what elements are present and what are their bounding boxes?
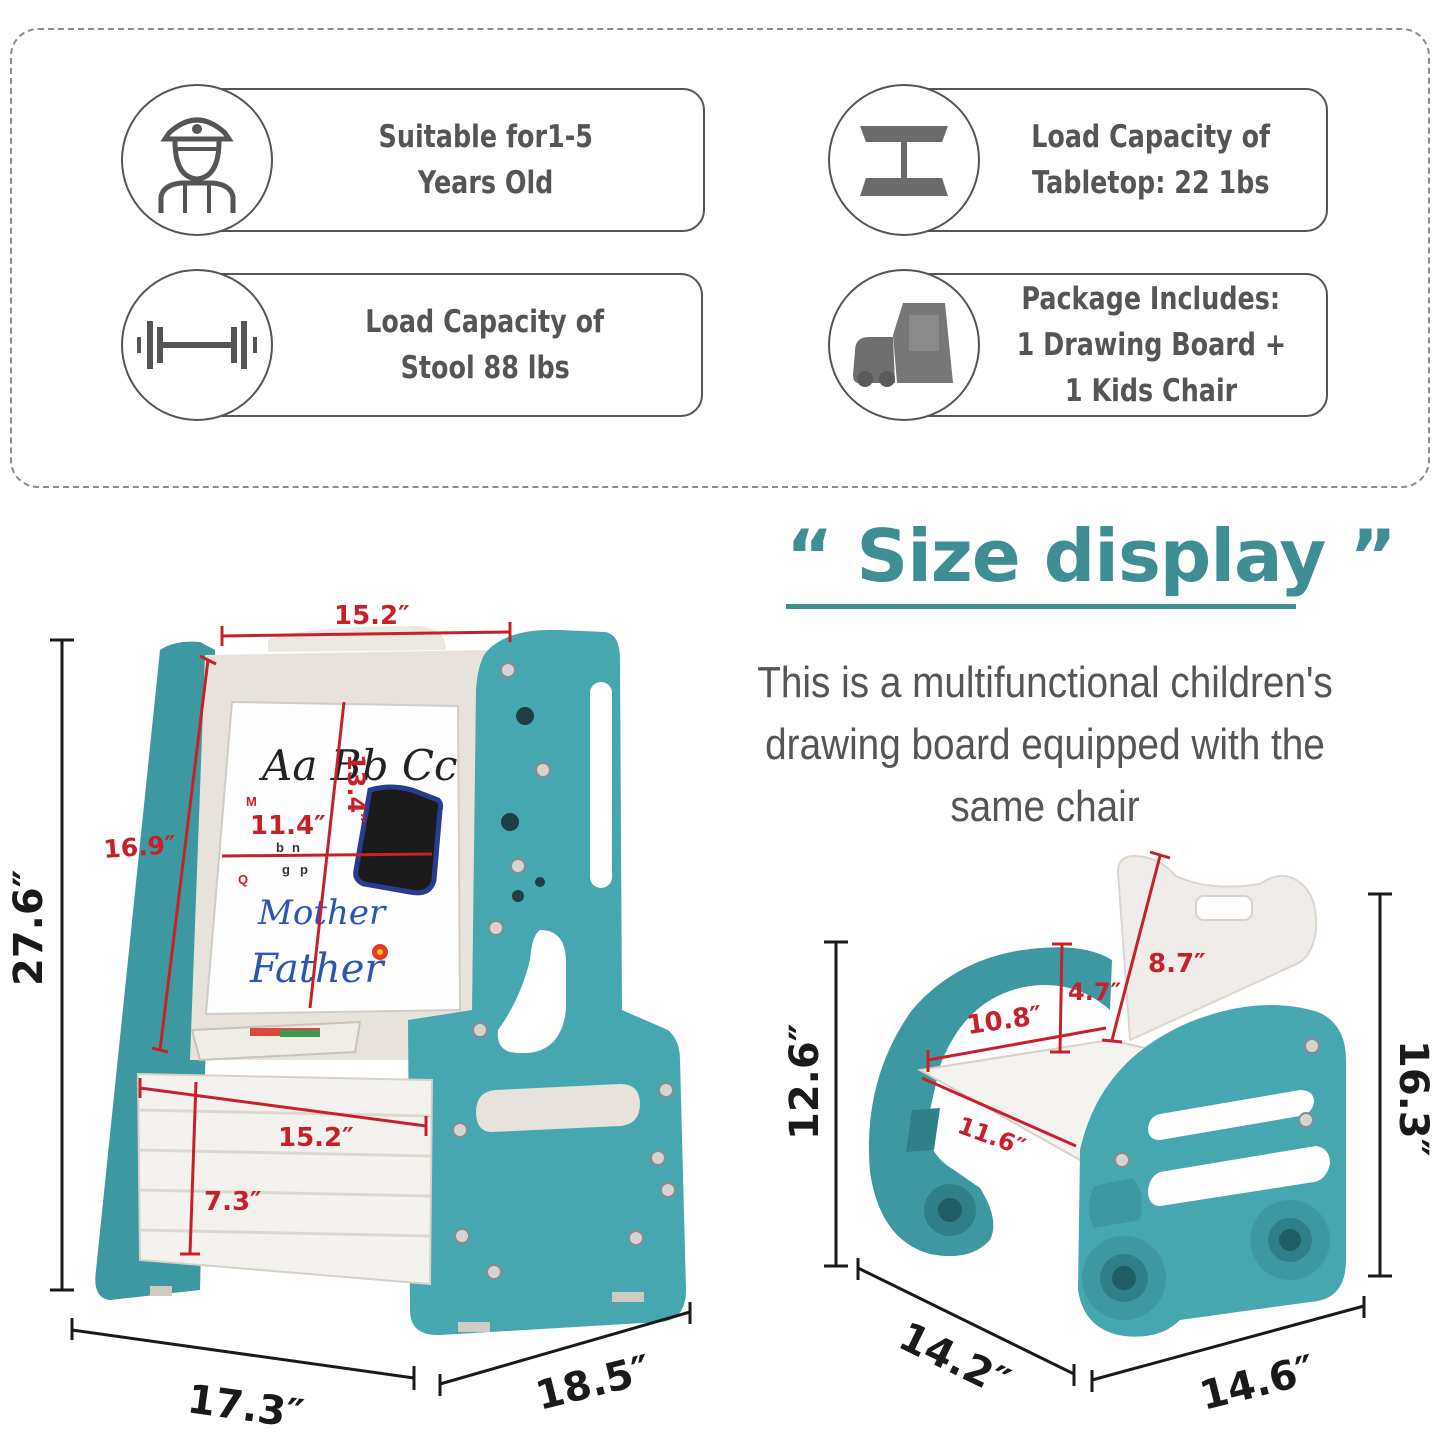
dim-box-height: 7.3″	[204, 1187, 262, 1217]
magnet-letter-6: Q	[238, 872, 248, 887]
dim-chair-width: 14.6″	[1195, 1347, 1319, 1420]
features-panel	[10, 28, 1430, 488]
feature-age-line-1: Suitable for1-5	[378, 119, 594, 155]
magnet-letter-4: g	[282, 862, 290, 877]
magnet-letter-3: n	[292, 840, 300, 855]
dim-board-inner-width: 11.4″	[250, 811, 326, 841]
feature-package-line-2: 1 Drawing Board +	[1016, 327, 1286, 363]
board-letters: Aa Bb Cc	[258, 741, 457, 790]
description-line-1: This is a multifunctional children's	[757, 658, 1333, 707]
dim-box-width: 15.2″	[278, 1123, 354, 1153]
feature-age-line-2: Years Old	[418, 165, 554, 201]
easel-chair-icon	[828, 269, 980, 421]
description-line-2: drawing board equipped with the	[765, 720, 1325, 769]
magnet-letter-1: M	[246, 794, 257, 809]
chair-illustration	[868, 854, 1346, 1337]
magnet-letter-5: p	[300, 862, 308, 877]
feature-tabletop-line-2: Tabletop: 22 1bs	[1032, 165, 1270, 201]
dim-board-top-width: 15.2″	[334, 601, 410, 631]
dimension-lines	[50, 622, 1392, 1396]
feature-package-line-3: 1 Kids Chair	[1064, 373, 1238, 409]
feature-stool-label: Load Capacity of Stool 88 lbs	[197, 273, 703, 417]
dim-easel-base-depth: 18.5″	[531, 1347, 655, 1420]
dim-chair-total-height: 16.3″	[1390, 1040, 1436, 1157]
easel-illustration	[95, 626, 686, 1336]
dumbbell-icon	[121, 269, 273, 421]
child-icon	[121, 84, 273, 236]
board-word-father: Father	[249, 946, 386, 992]
feature-package-line-1: Package Includes:	[1021, 281, 1281, 317]
title-underline	[786, 604, 1296, 609]
dim-board-height: 16.9″	[102, 830, 177, 864]
table-icon	[828, 84, 980, 236]
dim-chair-back-height: 8.7″	[1148, 949, 1206, 979]
dim-easel-height: 27.6″	[6, 869, 52, 986]
dim-board-inner-height: 13.4″	[342, 754, 370, 824]
dim-chair-depth: 14.2″	[892, 1314, 1017, 1406]
dim-chair-back-to-seat: 4.7″	[1068, 978, 1122, 1006]
description-line-3: same chair	[950, 782, 1140, 831]
dim-easel-base-width: 17.3″	[185, 1376, 307, 1438]
description: This is a multifunctional children's dra…	[700, 652, 1390, 838]
feature-stool-line-1: Load Capacity of	[365, 304, 605, 340]
magnet-letter-2: b	[276, 840, 284, 855]
feature-tabletop-line-1: Load Capacity of	[1031, 119, 1271, 155]
feature-stool-line-2: Stool 88 lbs	[400, 350, 570, 386]
size-display-title: “ Size display ”	[786, 514, 1397, 598]
feature-age-label: Suitable for1-5 Years Old	[197, 88, 705, 232]
dim-chair-seat-height: 12.6″	[782, 1023, 828, 1140]
